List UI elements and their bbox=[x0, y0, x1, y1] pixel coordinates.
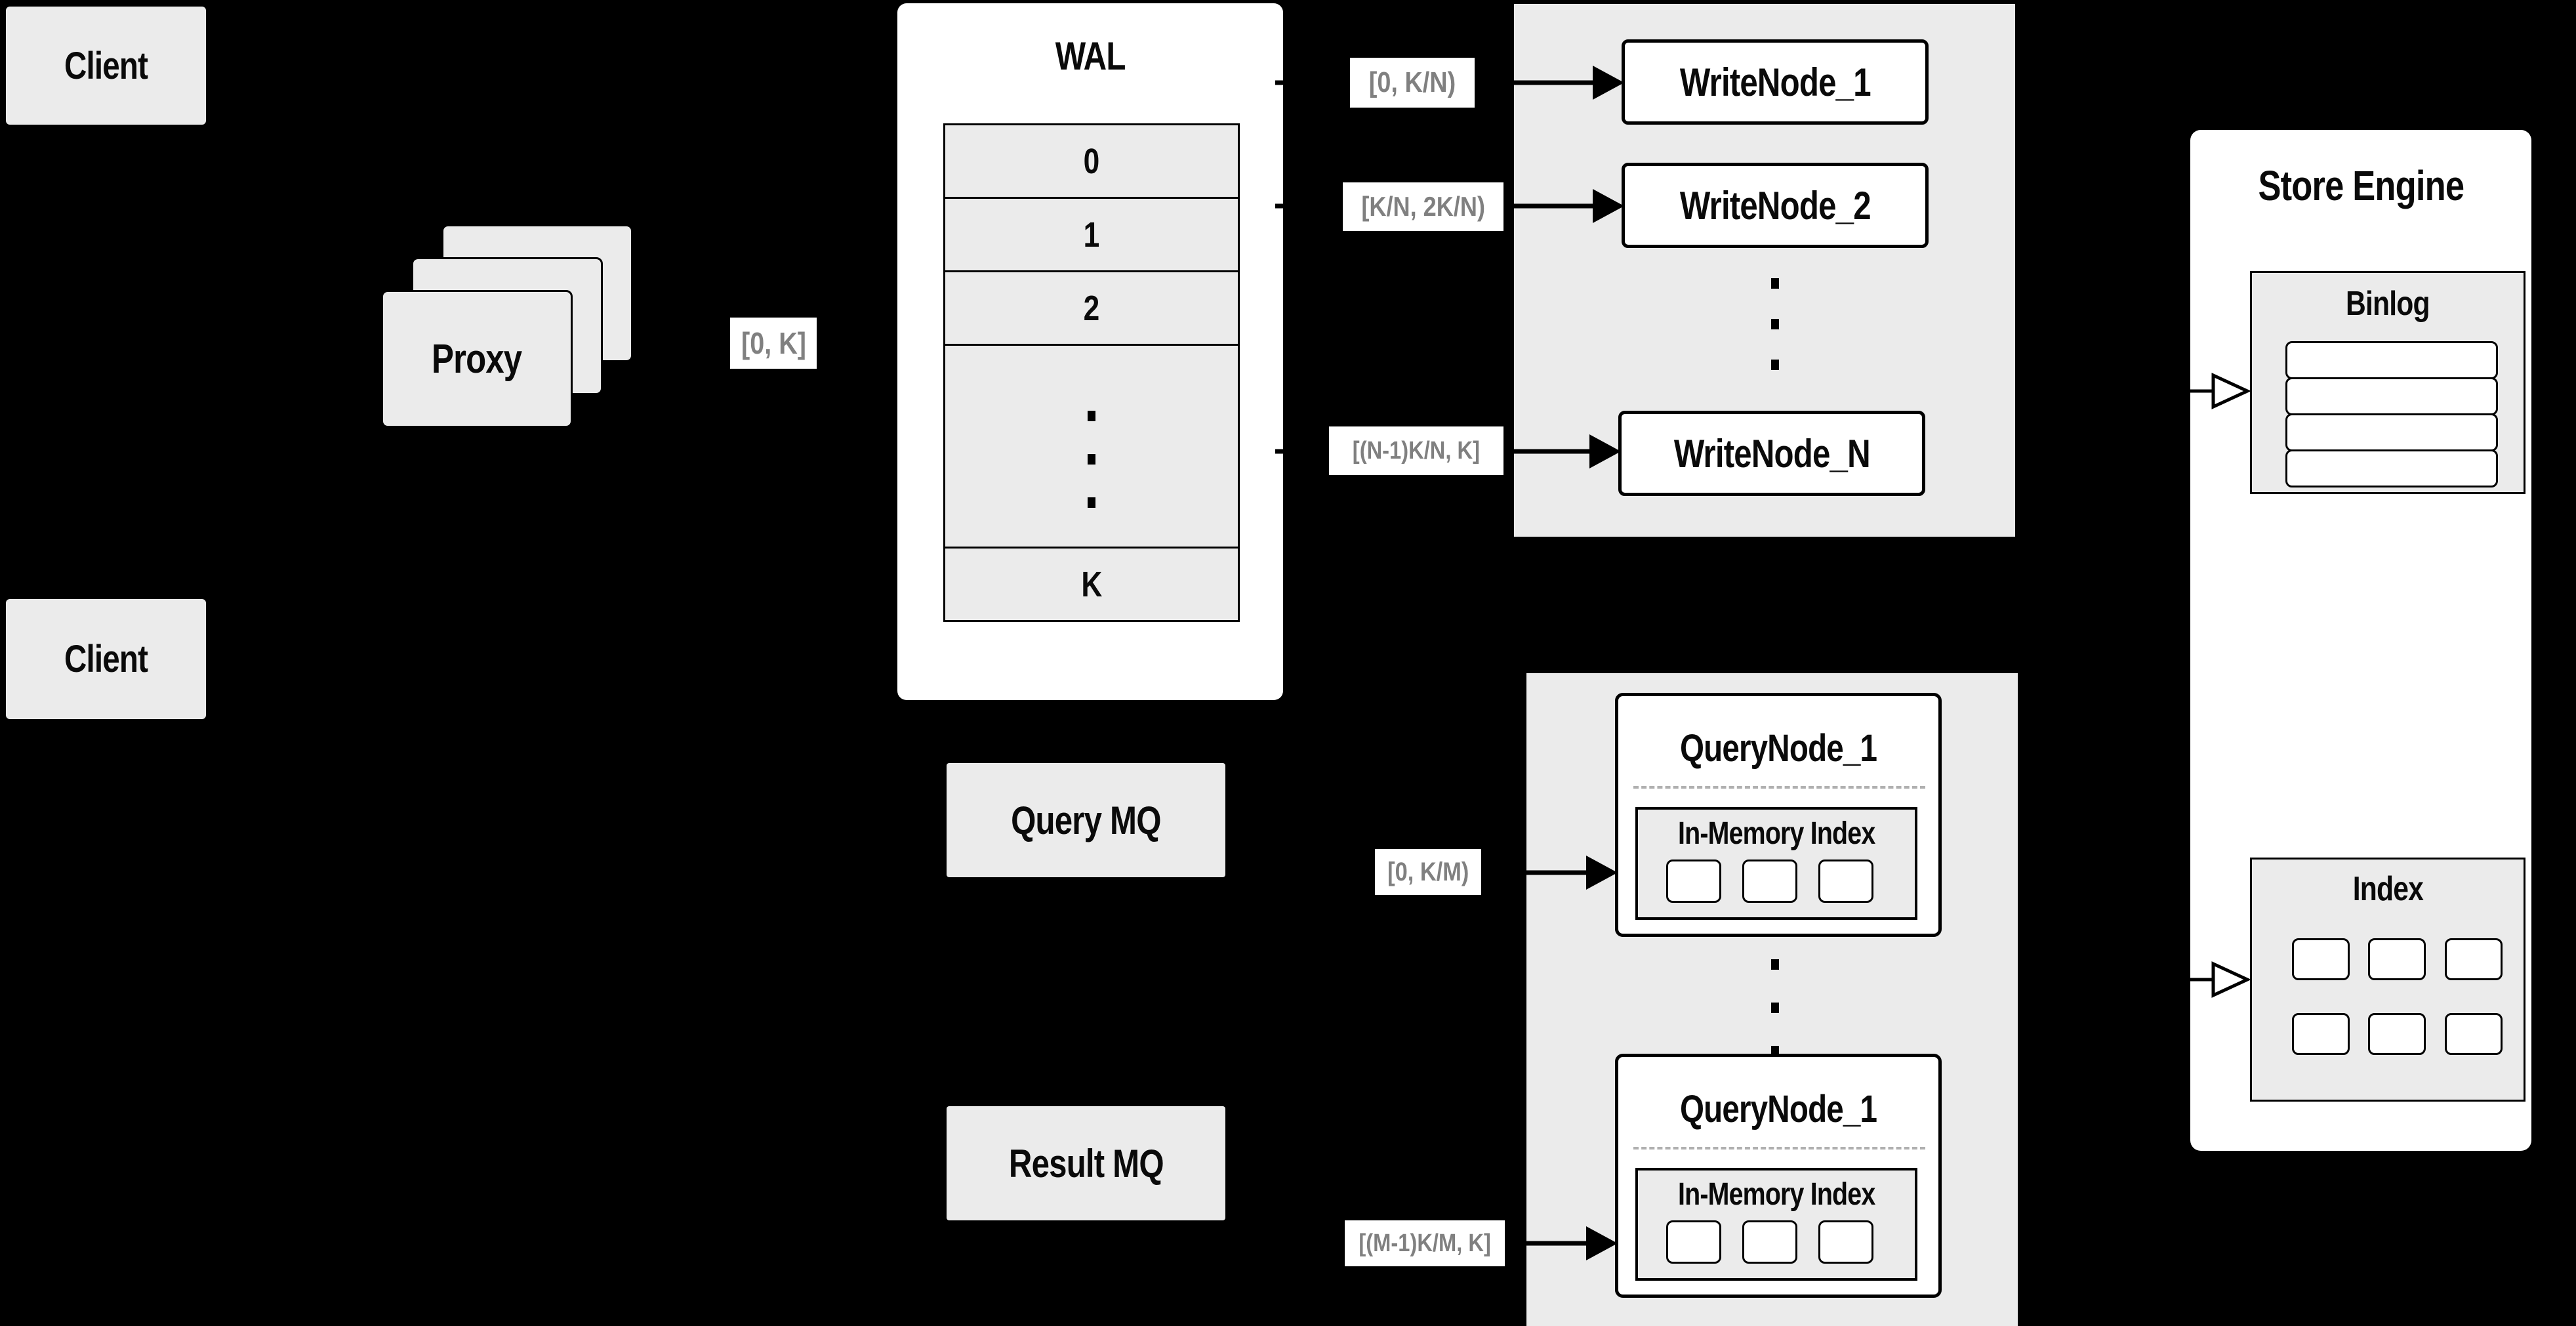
client-bottom-box: Client bbox=[6, 599, 206, 719]
query-node-bottom-separator bbox=[1633, 1147, 1925, 1150]
in-memory-segment bbox=[1666, 1220, 1721, 1264]
query-ellipsis-dot bbox=[1771, 1003, 1779, 1013]
index-cell bbox=[2445, 938, 2503, 980]
write-ellipsis-dot bbox=[1771, 360, 1779, 370]
query-node-bottom-title: QueryNode_1 bbox=[1679, 1087, 1877, 1130]
in-memory-segment bbox=[1742, 1220, 1797, 1264]
client-top-label: Client bbox=[64, 44, 148, 87]
binlog-row bbox=[2285, 377, 2498, 415]
query-range-chip-1: [0, K/M) bbox=[1375, 849, 1481, 895]
proxy-card-front: Proxy bbox=[381, 290, 573, 428]
in-memory-segment bbox=[1818, 860, 1873, 903]
write-ellipsis-dot bbox=[1771, 278, 1779, 289]
index-cell bbox=[2445, 1013, 2503, 1055]
store-engine-title: Store Engine bbox=[2258, 162, 2464, 209]
wal-title: WAL bbox=[1055, 34, 1126, 78]
result-mq-box: Result MQ bbox=[947, 1106, 1225, 1220]
index-cell bbox=[2292, 938, 2350, 980]
query-node-top-separator bbox=[1633, 786, 1925, 789]
in-memory-segment bbox=[1666, 860, 1721, 903]
write-ellipsis-dot bbox=[1771, 319, 1779, 329]
client-top-box: Client bbox=[6, 7, 206, 125]
proxy-range-chip: [0, K] bbox=[730, 318, 817, 369]
write-node-2: WriteNode_2 bbox=[1622, 163, 1929, 248]
in-memory-segment bbox=[1742, 860, 1797, 903]
write-range-chip-n: [(N-1)K/N, K] bbox=[1329, 426, 1503, 475]
index-cell bbox=[2368, 1013, 2426, 1055]
query-range-chip-m: [(M-1)K/M, K] bbox=[1345, 1220, 1505, 1266]
query-mq-box: Query MQ bbox=[947, 763, 1225, 877]
binlog-row bbox=[2285, 449, 2498, 487]
query-node-top-title: QueryNode_1 bbox=[1679, 726, 1877, 770]
in-memory-index-top-title: In-Memory Index bbox=[1677, 816, 1875, 851]
binlog-row bbox=[2285, 341, 2498, 379]
index-cell bbox=[2368, 938, 2426, 980]
wal-ellipsis-dot bbox=[1088, 411, 1095, 421]
wal-ellipsis-dot bbox=[1088, 497, 1095, 508]
client-bottom-label: Client bbox=[64, 638, 148, 680]
index-title: Index bbox=[2352, 869, 2423, 908]
wal-segment-ellipsis bbox=[943, 344, 1240, 549]
write-range-chip-2: [K/N, 2K/N) bbox=[1343, 182, 1503, 231]
wal-segment-1: 1 bbox=[943, 197, 1240, 272]
wal-segment-k: K bbox=[943, 547, 1240, 622]
wal-segment-0: 0 bbox=[943, 123, 1240, 199]
write-node-n: WriteNode_N bbox=[1618, 411, 1925, 496]
binlog-title: Binlog bbox=[2346, 284, 2430, 323]
wal-segment-2: 2 bbox=[943, 270, 1240, 346]
proxy-label: Proxy bbox=[432, 336, 522, 382]
index-cell bbox=[2292, 1013, 2350, 1055]
write-range-chip-1: [0, K/N) bbox=[1350, 58, 1475, 108]
binlog-row bbox=[2285, 413, 2498, 451]
write-node-1: WriteNode_1 bbox=[1622, 39, 1929, 125]
wal-ellipsis-dot bbox=[1088, 454, 1095, 465]
query-ellipsis-dot bbox=[1771, 959, 1779, 970]
in-memory-index-bottom-title: In-Memory Index bbox=[1677, 1176, 1875, 1212]
in-memory-segment bbox=[1818, 1220, 1873, 1264]
query-ellipsis-dot bbox=[1771, 1046, 1779, 1056]
